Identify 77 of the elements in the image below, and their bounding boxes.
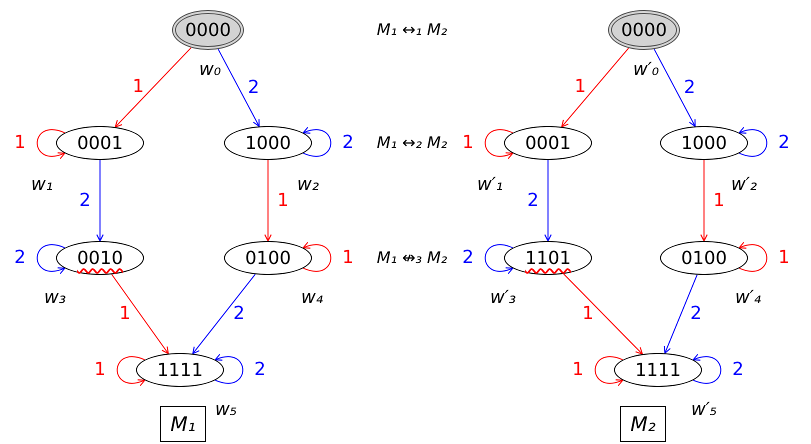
arrow xyxy=(654,48,696,127)
world-name: w₄ xyxy=(301,289,323,307)
world-name: w′₄ xyxy=(734,289,762,307)
loop-arrow xyxy=(484,244,514,274)
arrow xyxy=(700,160,708,242)
edge-label: 2 xyxy=(732,361,744,379)
edge-label: 2 xyxy=(684,78,696,97)
arrow xyxy=(563,273,643,355)
arrow xyxy=(96,160,104,242)
state-ellipse: 1111 xyxy=(136,353,224,387)
loop-arrow xyxy=(116,356,146,386)
state-ellipse: 0001 xyxy=(56,126,144,160)
bisimulation-statement: M₁ ↔₂ M₂ xyxy=(376,135,448,151)
arrow xyxy=(114,47,192,128)
edge-label: 2 xyxy=(690,305,702,323)
world-name: w′₁ xyxy=(476,176,504,194)
state-ellipse: 1111 xyxy=(614,353,702,387)
edge-label: 2 xyxy=(79,192,91,210)
initial-state-ellipse: 0000 xyxy=(172,10,244,50)
edge-label: 2 xyxy=(778,134,790,152)
loop-arrow xyxy=(36,129,66,159)
world-name: w₂ xyxy=(297,176,319,194)
world-name: w′₅ xyxy=(690,401,718,419)
arrow xyxy=(111,274,169,354)
edge-label: 1 xyxy=(462,134,474,152)
arrow xyxy=(218,48,260,127)
world-name: w₁ xyxy=(31,176,53,194)
edge-label: 1 xyxy=(778,249,790,267)
world-name: w₀ xyxy=(199,61,221,79)
loop-arrow xyxy=(738,242,768,272)
arrow xyxy=(192,274,256,354)
world-name: w′₀ xyxy=(632,61,660,79)
state-ellipse: 1000 xyxy=(660,126,748,160)
bisimulation-statement: M₁ ↮₃ M₂ xyxy=(376,250,448,266)
state-ellipse: 1101 xyxy=(504,241,592,275)
edge-label: 2 xyxy=(254,361,266,379)
arrow xyxy=(664,274,698,354)
edge-label: 1 xyxy=(342,249,354,267)
edge-label: 2 xyxy=(233,305,245,323)
world-name: w′₂ xyxy=(730,176,758,194)
edge-label: 2 xyxy=(527,192,539,210)
edge-label: 2 xyxy=(248,78,260,97)
edge-label: 2 xyxy=(342,134,354,152)
loop-arrow xyxy=(594,356,624,386)
loop-arrow xyxy=(692,354,722,384)
arrow xyxy=(264,160,272,242)
state-ellipse: 0100 xyxy=(224,241,312,275)
loop-arrow xyxy=(36,244,66,274)
bisimulation-statement: M₁ ↔₁ M₂ xyxy=(376,22,448,38)
loop-arrow xyxy=(738,127,768,157)
world-name: w′₃ xyxy=(490,289,516,307)
edge-label: 1 xyxy=(582,305,594,323)
edge-label: 2 xyxy=(462,249,474,267)
edge-label: 1 xyxy=(94,361,106,379)
edge-label: 1 xyxy=(572,361,584,379)
state-ellipse: 0010 xyxy=(56,241,144,275)
initial-state-ellipse: 0000 xyxy=(608,10,680,50)
edge-label: 2 xyxy=(14,249,26,267)
world-name: w₅ xyxy=(215,401,237,419)
state-ellipse: 0100 xyxy=(660,241,748,275)
edge-label: 1 xyxy=(574,78,586,96)
edge-label: 1 xyxy=(132,78,144,96)
loop-arrow xyxy=(484,129,514,159)
edge-label: 1 xyxy=(14,134,26,152)
model-name-box: M₂ xyxy=(620,406,666,442)
loop-arrow xyxy=(214,354,244,384)
world-name: w₃ xyxy=(44,289,66,307)
loop-arrow xyxy=(302,127,332,157)
edge-label: 1 xyxy=(277,192,289,210)
edge-label: 1 xyxy=(119,305,131,323)
state-ellipse: 0001 xyxy=(504,126,592,160)
loop-arrow xyxy=(302,242,332,272)
arrow xyxy=(561,48,630,128)
arrow xyxy=(544,160,552,242)
edge-label: 1 xyxy=(713,192,725,210)
model-name-box: M₁ xyxy=(160,406,206,442)
state-ellipse: 1000 xyxy=(224,126,312,160)
